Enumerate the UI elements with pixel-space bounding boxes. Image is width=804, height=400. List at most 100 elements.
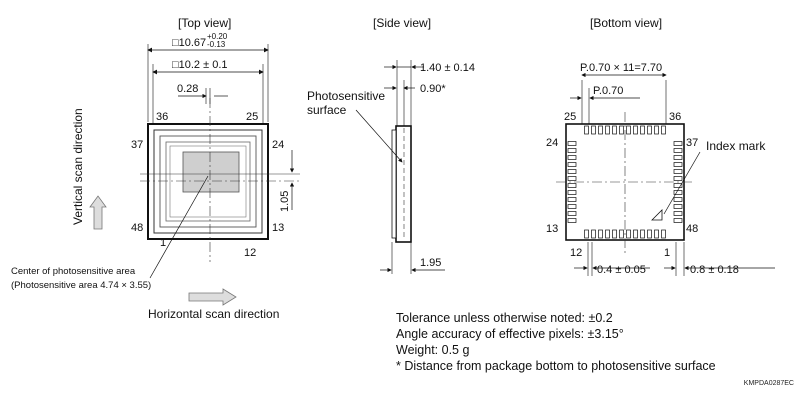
glass-window [159, 135, 257, 228]
bottom-view-title: [Bottom view] [590, 16, 662, 30]
pad [567, 218, 577, 223]
pad [647, 229, 652, 239]
pad [673, 218, 683, 223]
pad [584, 229, 589, 239]
pin-label: 25 [564, 111, 576, 123]
pad [673, 169, 683, 174]
pad [626, 125, 631, 135]
pin-label: 1 [160, 237, 166, 249]
pin-label: 12 [244, 247, 256, 259]
pin-label: 1 [664, 247, 670, 259]
dim-pitch-text: P.0.70 [593, 85, 623, 97]
drawing-code: KMPDA0287EC [743, 380, 794, 387]
pad [584, 125, 589, 135]
pad [567, 190, 577, 195]
vertical-scan-arrow-icon [89, 195, 107, 230]
dim-offset-y-text: 1.05 [279, 191, 291, 212]
pin-label: 48 [686, 223, 698, 235]
pad [673, 141, 683, 146]
pad [640, 229, 645, 239]
pad [654, 125, 659, 135]
dim-pitch-total-text: P.0.70 × 11=7.70 [580, 62, 662, 74]
photosensitive-label-2: surface [307, 103, 347, 117]
center-label-1: Center of photosensitive area [11, 266, 136, 277]
dim-pad-length-text: 0.8 ± 0.18 [690, 264, 739, 276]
pad [633, 229, 638, 239]
photosensitive-label-1: Photosensitive [307, 89, 385, 103]
pad [673, 197, 683, 202]
photosensitive-area [182, 151, 240, 193]
pad [567, 204, 577, 209]
pad [598, 229, 603, 239]
cavity-outline [165, 141, 251, 222]
dim-outer-tol-minus: -0.13 [207, 40, 226, 49]
center-label-2: (Photosensitive area 4.74 × 3.55) [11, 280, 151, 291]
pad [567, 141, 577, 146]
horizontal-scan-label: Horizontal scan direction [148, 307, 279, 321]
index-mark-leader [663, 151, 701, 215]
side-pad-strip [391, 129, 397, 239]
pad [633, 125, 638, 135]
pad [673, 176, 683, 181]
pad [661, 125, 666, 135]
pin-label: 13 [546, 223, 558, 235]
pad [673, 204, 683, 209]
pad [612, 125, 617, 135]
side-package-body [395, 125, 412, 243]
pad [626, 229, 631, 239]
pin-label: 48 [131, 222, 143, 234]
pad [567, 169, 577, 174]
note-footnote: * Distance from package bottom to photos… [396, 359, 716, 373]
index-mark-label: Index mark [706, 139, 766, 153]
pad [661, 229, 666, 239]
pad [612, 229, 617, 239]
center-leader-line [149, 175, 209, 279]
horizontal-scan-arrow-icon [188, 288, 237, 306]
dim-inner-text: □10.2 ± 0.1 [172, 59, 228, 71]
pad [673, 155, 683, 160]
package-rim [153, 129, 263, 234]
photosensitive-leader [355, 109, 403, 163]
pin-label: 37 [686, 137, 698, 149]
dim-depth-text: 0.90* [420, 83, 446, 95]
pin-label: 13 [272, 222, 284, 234]
pad [619, 125, 624, 135]
side-view-title: [Side view] [373, 16, 431, 30]
pin-label: 25 [246, 111, 258, 123]
pad [567, 211, 577, 216]
dim-thickness-text: 1.40 ± 0.14 [420, 62, 475, 74]
pad [567, 197, 577, 202]
pad [567, 148, 577, 153]
cavity-inner [169, 145, 247, 218]
dim-outer-text: □10.67 [172, 37, 206, 49]
pad [591, 229, 596, 239]
pad [673, 148, 683, 153]
pin-label: 36 [156, 111, 168, 123]
pad [619, 229, 624, 239]
pad [647, 125, 652, 135]
pad [598, 125, 603, 135]
pad [567, 183, 577, 188]
pad [673, 190, 683, 195]
note-weight: Weight: 0.5 g [396, 343, 470, 357]
pin-label: 12 [570, 247, 582, 259]
vertical-scan-label: Vertical scan direction [71, 108, 85, 225]
pad [591, 125, 596, 135]
pad [605, 229, 610, 239]
dim-offset-x-text: 0.28 [177, 83, 198, 95]
pad [673, 211, 683, 216]
top-view-title: [Top view] [178, 16, 231, 30]
pad [673, 162, 683, 167]
note-tolerance: Tolerance unless otherwise noted: ±0.2 [396, 311, 613, 325]
pin-label: 37 [131, 139, 143, 151]
pin-label: 24 [272, 139, 284, 151]
index-mark-icon [651, 209, 663, 221]
pad [567, 176, 577, 181]
pin-label: 36 [669, 111, 681, 123]
dim-outer-tol-plus: +0.20 [207, 32, 228, 41]
pad [567, 155, 577, 160]
pin-label: 24 [546, 137, 558, 149]
pad [654, 229, 659, 239]
pad-array [567, 125, 683, 239]
